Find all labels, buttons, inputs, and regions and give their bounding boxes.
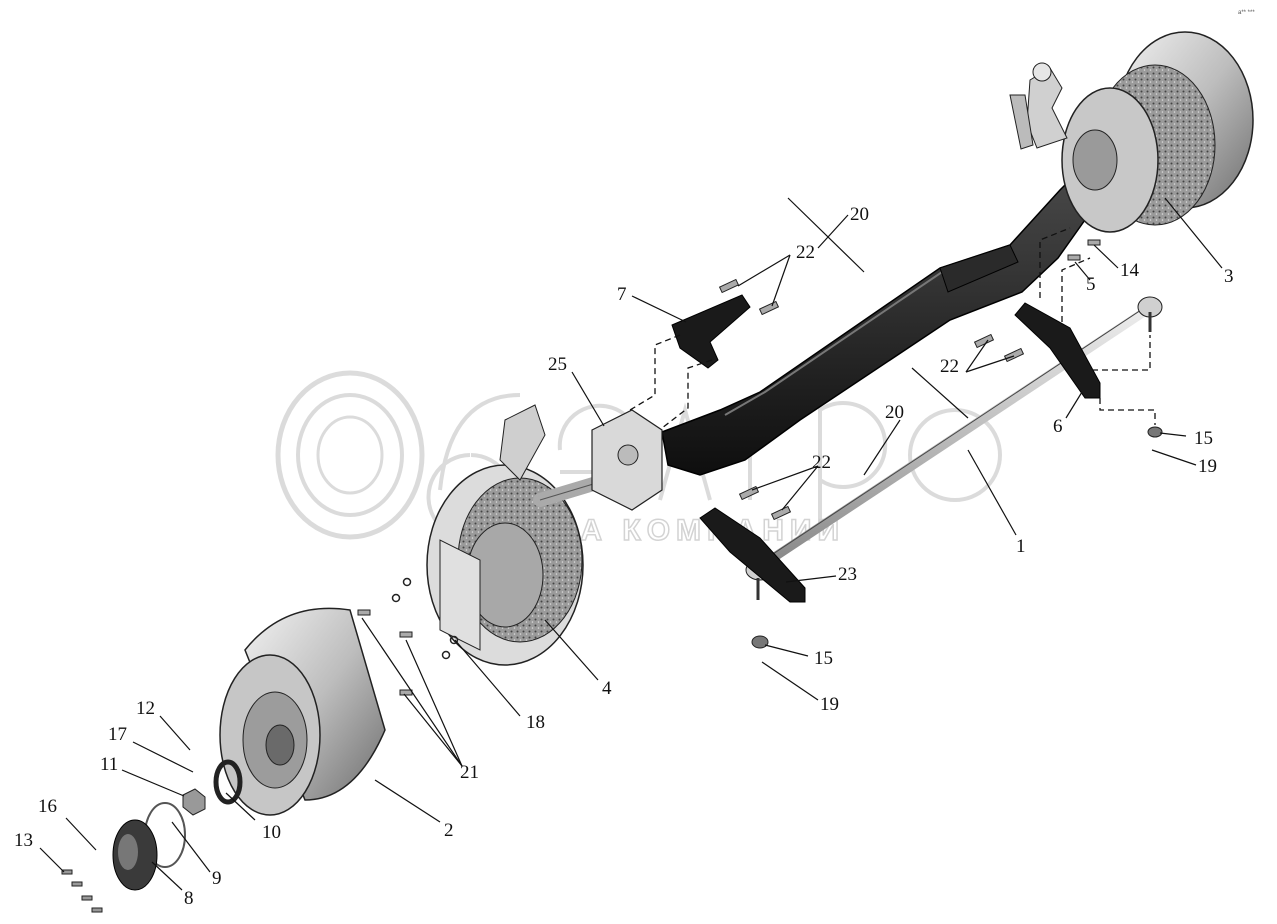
callout-21: 21 [460,762,479,783]
callout-15-left: 15 [814,648,833,669]
callout-20-top: 20 [850,204,869,225]
reference-code: a** *** [1238,10,1255,16]
callout-13: 13 [14,830,33,851]
brake-drum [219,607,386,816]
callout-7: 7 [617,284,627,305]
left-brake-assembly [426,404,647,666]
lever-7 [671,294,751,369]
callout-25: 25 [548,354,567,375]
hub-cap-8 [112,819,158,891]
right-hub-drum-assembly [1009,31,1254,233]
callout-6: 6 [1053,416,1063,437]
callout-14: 14 [1120,260,1140,281]
washers-18 [391,577,459,660]
callout-3: 3 [1224,266,1234,287]
callout-19-left: 19 [820,694,839,715]
tie-rod [745,296,1163,600]
callout-20-mid: 20 [885,402,904,423]
bolts-13 [61,869,103,913]
callout-22-lower: 22 [812,452,831,473]
callout-4: 4 [602,678,612,699]
assembly-lines [629,227,1156,429]
leader-lines [39,197,1223,891]
callout-22-right: 22 [940,356,959,377]
callout-18: 18 [526,712,545,733]
callout-17: 17 [108,724,127,745]
callout-12: 12 [136,698,155,719]
bolts-5-14 [1067,239,1101,261]
callout-5: 5 [1086,274,1096,295]
callout-16: 16 [38,796,57,817]
callout-8: 8 [184,888,194,909]
nuts-15 [751,426,1163,649]
callout-19-right: 19 [1198,456,1217,477]
callout-23: 23 [838,564,857,585]
nut-11 [182,788,206,816]
callout-11: 11 [100,754,118,775]
callouts: 1 2 3 4 5 6 7 8 9 10 11 12 13 14 15 15 1… [14,204,1234,909]
hub-seal-10 [213,759,243,805]
callout-10: 10 [262,822,281,843]
callout-15-right: 15 [1194,428,1213,449]
steering-knuckle [591,409,663,511]
callout-9: 9 [212,868,222,889]
callout-1: 1 [1016,536,1026,557]
lever-23 [699,507,806,603]
callout-22-top: 22 [796,242,815,263]
lever-6 [1014,302,1101,399]
callout-2: 2 [444,820,454,841]
